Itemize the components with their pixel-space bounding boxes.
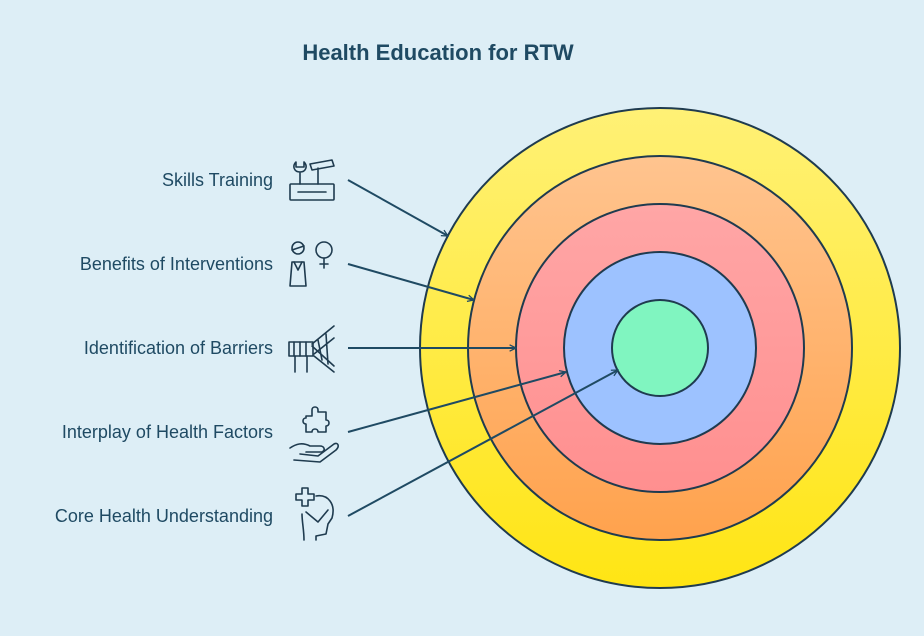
label-interplay-of-health-factors: Interplay of Health Factors <box>62 422 273 442</box>
person-lightbulb-icon <box>289 241 333 287</box>
arrow-interplay-of-health-factors <box>347 372 566 433</box>
hand-puzzle-icon <box>289 406 339 463</box>
ring-core-health-understanding <box>611 299 709 397</box>
tools-icon <box>289 159 335 201</box>
barrier-icon <box>288 325 335 373</box>
label-benefits-of-interventions: Benefits of Interventions <box>80 254 273 274</box>
arrow-core-health-understanding <box>347 369 618 517</box>
arrow-benefits-of-interventions <box>347 263 474 300</box>
head-cross-icon <box>295 487 334 541</box>
label-identification-of-barriers: Identification of Barriers <box>84 338 273 358</box>
label-skills-training: Skills Training <box>162 170 273 190</box>
label-core-health-understanding: Core Health Understanding <box>55 506 273 526</box>
arrow-skills-training <box>347 179 448 237</box>
diagram-title: Health Education for RTW <box>302 40 574 65</box>
